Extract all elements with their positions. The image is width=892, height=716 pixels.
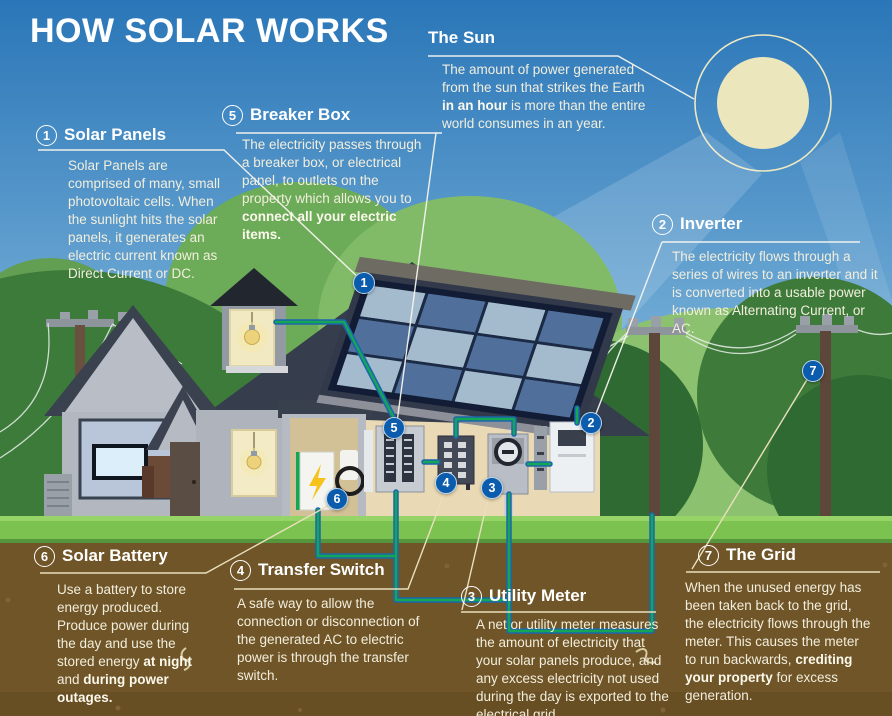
callout-heading: 6 Solar Battery <box>34 546 207 567</box>
lightning-bolt-icon <box>309 464 326 500</box>
callout-body: When the unused energy has been taken ba… <box>685 580 871 703</box>
number-badge: 2 <box>652 214 673 235</box>
number-badge: 3 <box>461 586 482 607</box>
callout-solar-battery: 6 Solar Battery Use a battery to store e… <box>34 546 207 707</box>
callout-body: A safe way to allow the connection or di… <box>237 596 420 683</box>
number-badge: 1 <box>36 125 57 146</box>
number-badge: 7 <box>698 545 719 566</box>
ev-charger-icon <box>340 450 358 480</box>
callout-heading: The Sun <box>428 28 496 47</box>
marker-transfer-switch: 4 <box>435 472 457 494</box>
light-bulb-icon <box>246 454 262 470</box>
inverter-box <box>534 421 595 493</box>
callout-breaker-box: 5 Breaker Box The electricity passes thr… <box>222 105 430 244</box>
marker-the-grid: 7 <box>802 360 824 382</box>
marker-utility-meter: 3 <box>481 477 503 499</box>
callout-heading: 3 Utility Meter <box>461 586 674 607</box>
callout-transfer-switch: 4 Transfer Switch A safe way to allow th… <box>230 560 431 685</box>
number-badge: 4 <box>230 560 251 581</box>
root-squiggles <box>180 647 657 671</box>
callout-body: The amount of power generated from the s… <box>442 62 646 132</box>
number-badge: 5 <box>222 105 243 126</box>
callout-inverter: 2 Inverter The electricity flows through… <box>652 214 882 338</box>
number-badge: 6 <box>34 546 55 567</box>
marker-inverter: 2 <box>580 412 602 434</box>
utility-pole-mid <box>626 316 686 531</box>
callout-heading: 4 Transfer Switch <box>230 560 431 581</box>
page-title: HOW SOLAR WORKS <box>30 12 389 50</box>
ac-unit <box>44 474 72 518</box>
callout-body: Solar Panels are comprised of many, smal… <box>68 158 221 281</box>
dormer <box>210 268 298 373</box>
front-door <box>170 442 200 518</box>
callout-the-sun: The Sun The amount of power generated fr… <box>428 28 650 133</box>
callout-heading: 5 Breaker Box <box>222 105 430 126</box>
callout-heading: 7 The Grid <box>698 545 873 566</box>
marker-solar-panels: 1 <box>353 272 375 294</box>
solar-panel-array <box>316 256 636 440</box>
callout-body: The electricity passes through a breaker… <box>242 137 422 242</box>
light-bulb-icon <box>244 329 260 345</box>
sun-icon <box>694 34 832 172</box>
soil-specks <box>5 562 888 713</box>
callout-body: The electricity flows through a series o… <box>672 249 878 336</box>
callout-body: A net or utility meter measures the amou… <box>476 617 669 716</box>
callout-heading: 2 Inverter <box>652 214 882 235</box>
utility-pole-right <box>796 314 858 531</box>
callout-body: Use a battery to store energy produced. … <box>57 582 193 705</box>
callout-utility-meter: 3 Utility Meter A net or utility meter m… <box>461 586 674 716</box>
marker-solar-battery: 6 <box>326 488 348 510</box>
callout-lines-sky <box>38 55 860 423</box>
callout-heading: 1 Solar Panels <box>36 125 230 146</box>
marker-breaker-box: 5 <box>383 417 405 439</box>
callout-solar-panels: 1 Solar Panels Solar Panels are comprise… <box>36 125 230 283</box>
callout-the-grid: 7 The Grid When the unused energy has be… <box>685 545 873 705</box>
